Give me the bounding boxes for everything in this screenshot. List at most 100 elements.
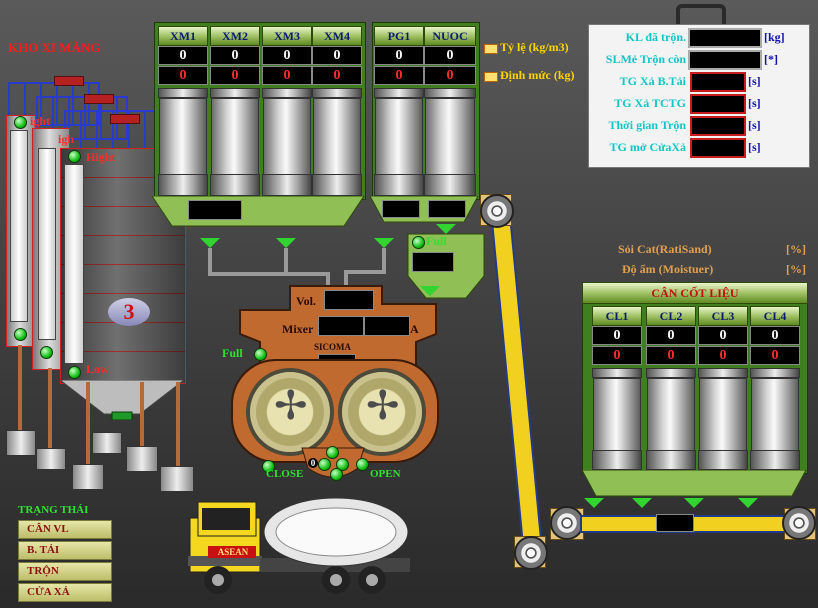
silo-3-low-lamp [68, 366, 81, 379]
bin-3-band [312, 88, 362, 98]
bin-2-setpoint: 0 [262, 66, 312, 85]
agg-bin-3-band [750, 368, 800, 378]
silo-3-low-label: Low [86, 362, 109, 376]
intermediate-hopper-display [412, 252, 454, 272]
mixer-open-lamp[interactable] [356, 458, 369, 471]
agg-bin-3-bottom-band [750, 450, 800, 470]
sand-ratio-unit: [%] [786, 242, 806, 256]
mixer-close-label[interactable]: CLOSE [266, 468, 304, 480]
info-row-3-label: TG Xả TCTG [614, 96, 686, 110]
silo-back-1-high-lamp [14, 116, 27, 129]
bin-3-name: XM4 [312, 26, 362, 46]
bin-4-bottom-band [374, 174, 424, 196]
water-discharge-arrow [436, 224, 456, 234]
mixer-brand-label: SICOMA [314, 342, 352, 352]
bin-4-band [374, 88, 424, 98]
agg-bin-0-setpoint: 0 [592, 346, 642, 365]
info-row-4-value [690, 116, 746, 136]
inclined-conveyor-bottom-roller-icon [514, 536, 548, 570]
aggregate-hopper [582, 470, 807, 497]
silo-title: KHO XI MĂNG [8, 40, 101, 55]
mixer-vol-label: Vol. [296, 294, 316, 308]
bin-0-setpoint: 0 [158, 66, 208, 85]
bin-3-bottom-band [312, 174, 362, 196]
agg-bin-1-setpoint: 0 [646, 346, 696, 365]
silo-3-cone [60, 380, 185, 420]
intermediate-hopper-full-lamp [412, 236, 425, 249]
bin-0-ratio: 0 [158, 46, 208, 65]
cement-weigh-hopper [152, 196, 365, 227]
info-row-3-value [690, 94, 746, 114]
status-weighing[interactable]: CÂN VL [18, 520, 112, 539]
pipe [208, 248, 212, 274]
silo-back-1-low-lamp [14, 328, 27, 341]
mixer-blade-right-icon: ✢ [366, 383, 400, 428]
bin-0-band [158, 88, 208, 98]
info-row-1-value [688, 50, 762, 70]
mixer-blade-left-icon: ✢ [274, 383, 308, 428]
silo-leg [86, 382, 90, 464]
info-row-2-unit: [s] [748, 74, 761, 88]
bin-3-setpoint: 0 [312, 66, 362, 85]
silo-foot [36, 448, 66, 470]
silo-leg [176, 382, 180, 468]
agg-bin-3-setpoint: 0 [750, 346, 800, 365]
pipe [208, 272, 328, 276]
bin-2-cylinder [263, 98, 311, 176]
info-row-0-value [688, 28, 762, 48]
moisture-label: Độ ẩm (Moistuer) [622, 262, 714, 276]
agg-bin-1-band [646, 368, 696, 378]
bin-1-cylinder [211, 98, 259, 176]
intermediate-discharge-arrow [420, 286, 440, 296]
mixer-close-lamp[interactable] [262, 460, 275, 473]
bin-4-ratio: 0 [374, 46, 424, 65]
bin-5-band [424, 88, 476, 98]
bin-1-bottom-band [210, 174, 260, 196]
silo-foot [6, 430, 36, 456]
bin-4-name: PG1 [374, 26, 424, 46]
mixer-open-label[interactable]: OPEN [370, 468, 401, 480]
additive-scale-display [382, 200, 420, 218]
pipe [284, 248, 288, 276]
setpoint-legend-arrow-icon [484, 72, 498, 82]
aggregate-title: CÂN CỐT LIỆU [582, 282, 808, 304]
agg-bin-2-setpoint: 0 [698, 346, 748, 365]
mixer-gate-indicator: 0 [308, 458, 318, 468]
additive-discharge-arrow [374, 238, 394, 248]
mixer-gate-lamp-bottom [330, 468, 343, 481]
agg-bin-2-ratio: 0 [698, 326, 748, 345]
bin-1-ratio: 0 [210, 46, 260, 65]
inclined-conveyor-belt[interactable] [480, 190, 550, 570]
info-row-1-label: SLMẻ Trộn còn [605, 52, 686, 66]
bin-5-cylinder [425, 98, 475, 176]
status-conveyor[interactable]: B. TẢI [18, 541, 112, 560]
mixer-volume-display [324, 290, 374, 310]
ratio-legend-arrow-icon [484, 44, 498, 54]
silo-foot [92, 432, 122, 454]
aggregate-discharge-arrow [738, 498, 758, 508]
bin-1-band [210, 88, 260, 98]
info-row-0-unit: [kg] [764, 30, 785, 44]
silo-leg [140, 382, 144, 446]
agg-bin-2-cylinder [699, 378, 747, 452]
status-title: TRẠNG THÁI [18, 504, 89, 516]
bin-4-cylinder [375, 98, 423, 176]
pipe [382, 248, 386, 272]
agg-bin-1-cylinder [647, 378, 695, 452]
silo-foot [72, 464, 104, 490]
setpoint-legend-label: Định mức (kg) [500, 68, 575, 82]
agg-bin-3-ratio: 0 [750, 326, 800, 345]
bin-1-name: XM2 [210, 26, 260, 46]
status-discharge[interactable]: CỬA XẢ [18, 583, 112, 602]
bin-3-ratio: 0 [312, 46, 362, 65]
aggregate-discharge-arrow [684, 498, 704, 508]
mixer-shaft-left-icon [246, 368, 334, 456]
cement-discharge-arrow [276, 238, 296, 248]
bin-5-ratio: 0 [424, 46, 476, 65]
status-mixing[interactable]: TRỘN [18, 562, 112, 581]
info-row-3-unit: [s] [748, 96, 761, 110]
info-row-0-label: KL đã trộn. [625, 30, 686, 44]
bin-4-setpoint: 0 [374, 66, 424, 85]
aggregate-discharge-arrow [632, 498, 652, 508]
agg-bin-3-name: CL4 [750, 306, 800, 326]
